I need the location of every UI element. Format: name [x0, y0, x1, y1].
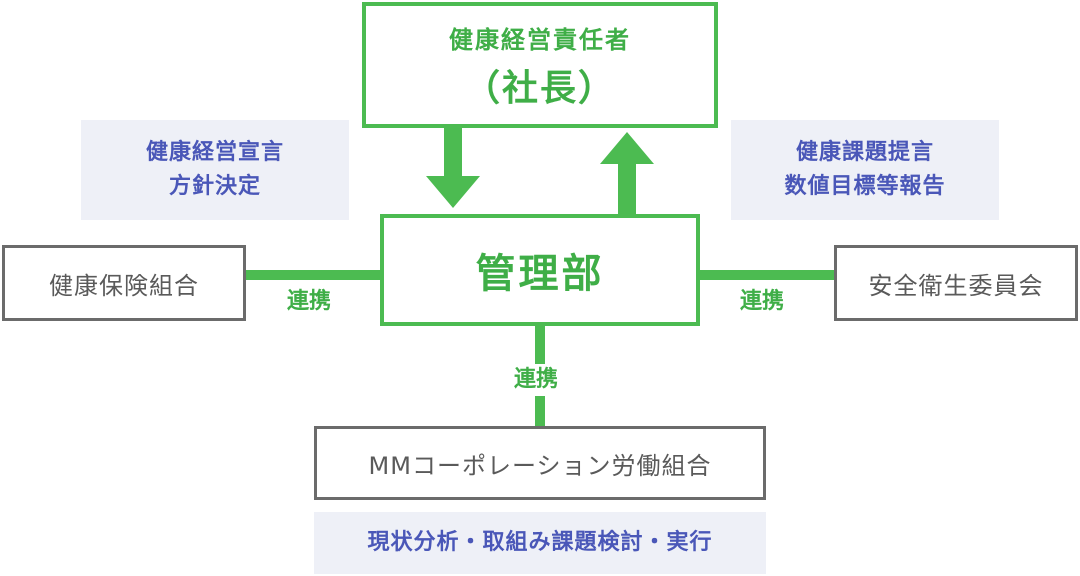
officer-title: 健康経営責任者 — [449, 25, 631, 54]
declaration-note-line1: 健康経営宣言 — [145, 140, 284, 165]
management-department-title: 管理部 — [475, 251, 605, 297]
down-arrow-icon — [426, 128, 480, 208]
safety-health-committee-box: 安全衛生委員会 — [834, 245, 1078, 321]
officer-subtitle: （社長） — [463, 67, 616, 109]
proposal-note-line1: 健康課題提言 — [795, 140, 934, 165]
analysis-note-text: 現状分析・取組み課題検討・実行 — [367, 530, 713, 555]
right-link-label: 連携 — [740, 288, 785, 316]
health-management-officer-box: 健康経営責任者 （社長） — [362, 2, 718, 128]
health-insurance-union-label: 健康保険組合 — [49, 271, 199, 300]
proposal-note: 健康課題提言 数値目標等報告 — [731, 120, 999, 220]
labor-union-box: MMコーポレーション労働組合 — [314, 426, 766, 500]
management-department-box: 管理部 — [380, 214, 700, 326]
safety-health-committee-label: 安全衛生委員会 — [868, 271, 1044, 300]
right-connector-line — [698, 270, 836, 280]
left-link-label: 連携 — [287, 288, 332, 316]
labor-union-label: MMコーポレーション労働組合 — [368, 451, 712, 480]
declaration-note: 健康経営宣言 方針決定 — [81, 120, 349, 220]
left-connector-line — [244, 270, 382, 280]
up-arrow-icon — [600, 132, 654, 218]
health-insurance-union-box: 健康保険組合 — [2, 245, 246, 321]
declaration-note-line2: 方針決定 — [168, 174, 261, 199]
analysis-note: 現状分析・取組み課題検討・実行 — [314, 512, 766, 574]
proposal-note-line2: 数値目標等報告 — [784, 174, 946, 199]
bottom-link-label: 連携 — [514, 364, 559, 396]
